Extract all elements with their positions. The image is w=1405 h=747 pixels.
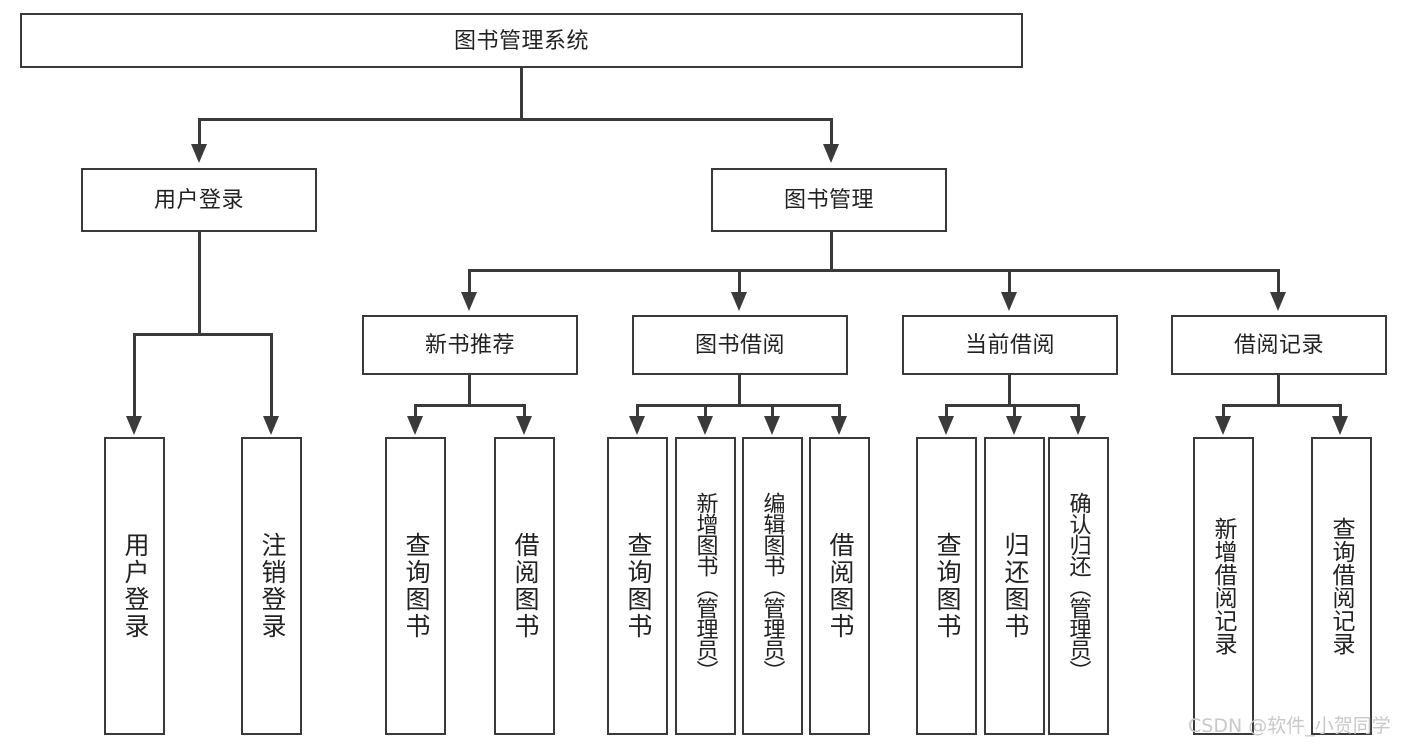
node-label: 编辑图书（管理员） xyxy=(760,491,786,681)
connector-root-to-book-manage xyxy=(830,118,833,144)
connector-book-manage-bar xyxy=(468,269,1280,272)
node-label: 借阅记录 xyxy=(1233,332,1324,358)
connector-borrow-record-bar xyxy=(1222,404,1342,407)
arrowhead-to-leaf-cb-query xyxy=(938,416,954,435)
leaf-current-query-book[interactable]: 查询图书 xyxy=(916,437,977,735)
connector-book-borrow-to-leaf-4 xyxy=(838,404,841,418)
node-user-login[interactable]: 用户登录 xyxy=(81,168,317,232)
arrowhead-to-leaf-logout xyxy=(263,416,279,435)
connector-current-borrow-to-leaf-3 xyxy=(1077,404,1080,418)
csdn-watermark: CSDN @软件_小贺同学 xyxy=(1188,715,1391,737)
leaf-user-login[interactable]: 用户登录 xyxy=(104,437,165,735)
arrowhead-to-leaf-bb-query xyxy=(629,416,645,435)
node-book-borrow[interactable]: 图书借阅 xyxy=(632,315,848,375)
node-current-borrow[interactable]: 当前借阅 xyxy=(902,315,1118,375)
connector-root-to-user-login xyxy=(198,118,201,144)
node-label: 图书借阅 xyxy=(694,332,785,358)
node-label: 当前借阅 xyxy=(964,332,1055,358)
leaf-record-add-borrow-record[interactable]: 新增借阅记录 xyxy=(1193,437,1254,735)
connector-to-new-book-rec xyxy=(468,269,471,294)
leaf-recommend-query-book[interactable]: 查询图书 xyxy=(385,437,446,735)
node-label: 用户登录 xyxy=(121,532,149,640)
arrowhead-to-leaf-br-query xyxy=(1332,416,1348,435)
node-borrow-record[interactable]: 借阅记录 xyxy=(1171,315,1387,375)
connector-user-login-to-leaf-1 xyxy=(133,333,136,418)
leaf-record-query-borrow-record[interactable]: 查询借阅记录 xyxy=(1311,437,1372,735)
arrowhead-to-leaf-cb-return xyxy=(1006,416,1022,435)
arrowhead-to-new-book-rec xyxy=(461,292,477,311)
arrowhead-to-leaf-rec-query xyxy=(407,416,423,435)
node-label: 查询借阅记录 xyxy=(1329,517,1355,655)
connector-book-borrow-to-leaf-1 xyxy=(636,404,639,418)
connector-borrow-record-stem xyxy=(1277,375,1280,407)
node-label: 借阅图书 xyxy=(511,532,539,640)
arrowhead-to-current-borrow xyxy=(1001,292,1017,311)
arrowhead-to-leaf-bb-borrow xyxy=(831,416,847,435)
node-label: 图书管理 xyxy=(783,187,874,213)
connector-root-bar xyxy=(198,118,833,121)
arrowhead-to-borrow-record xyxy=(1270,292,1286,311)
leaf-current-confirm-return-admin[interactable]: 确认归还（管理员） xyxy=(1048,437,1109,735)
leaf-recommend-borrow-book[interactable]: 借阅图书 xyxy=(494,437,555,735)
arrowhead-to-leaf-rec-borrow xyxy=(516,416,532,435)
connector-current-borrow-stem xyxy=(1008,375,1011,407)
connector-current-borrow-to-leaf-2 xyxy=(1013,404,1016,418)
connector-borrow-record-to-leaf-1 xyxy=(1222,404,1225,418)
node-label: 图书管理系统 xyxy=(453,27,589,53)
connector-user-login-stem xyxy=(198,232,201,336)
node-label: 用户登录 xyxy=(153,187,244,213)
arrowhead-to-leaf-cb-confirm xyxy=(1070,416,1086,435)
connector-book-borrow-bar xyxy=(636,404,841,407)
arrowhead-to-leaf-bb-edit xyxy=(764,416,780,435)
node-label: 查询图书 xyxy=(624,532,652,640)
node-label: 查询图书 xyxy=(402,532,430,640)
connector-root-stem xyxy=(520,68,523,118)
connector-new-book-rec-to-leaf-2 xyxy=(523,404,526,418)
connector-user-login-bar xyxy=(133,333,273,336)
node-label: 借阅图书 xyxy=(826,532,854,640)
node-label: 归还图书 xyxy=(1001,532,1029,640)
connector-borrow-record-to-leaf-2 xyxy=(1339,404,1342,418)
connector-book-borrow-to-leaf-3 xyxy=(771,404,774,418)
leaf-borrow-query-book[interactable]: 查询图书 xyxy=(607,437,668,735)
connector-to-book-borrow xyxy=(738,269,741,294)
arrowhead-to-leaf-br-add xyxy=(1215,416,1231,435)
node-label: 确认归还（管理员） xyxy=(1066,491,1092,681)
node-label: 新增图书（管理员） xyxy=(693,491,719,681)
leaf-current-return-book[interactable]: 归还图书 xyxy=(984,437,1045,735)
leaf-logout[interactable]: 注销登录 xyxy=(241,437,302,735)
leaf-borrow-borrow-book[interactable]: 借阅图书 xyxy=(809,437,870,735)
arrowhead-to-book-borrow xyxy=(731,292,747,311)
connector-to-borrow-record xyxy=(1277,269,1280,294)
arrowhead-to-user-login xyxy=(191,144,207,163)
connector-user-login-to-leaf-2 xyxy=(270,333,273,418)
connector-to-current-borrow xyxy=(1008,269,1011,294)
node-label: 新书推荐 xyxy=(424,332,515,358)
node-book-management[interactable]: 图书管理 xyxy=(711,168,947,232)
node-label: 查询图书 xyxy=(933,532,961,640)
node-label: 注销登录 xyxy=(258,532,286,640)
connector-book-manage-stem xyxy=(830,232,833,272)
connector-new-book-rec-bar xyxy=(414,404,526,407)
leaf-borrow-add-book-admin[interactable]: 新增图书（管理员） xyxy=(675,437,736,735)
arrowhead-to-book-manage xyxy=(823,144,839,163)
node-new-book-recommend[interactable]: 新书推荐 xyxy=(362,315,578,375)
arrowhead-to-leaf-bb-add xyxy=(697,416,713,435)
connector-new-book-rec-to-leaf-1 xyxy=(414,404,417,418)
arrowhead-to-leaf-user-login xyxy=(126,416,142,435)
node-root-book-management-system[interactable]: 图书管理系统 xyxy=(20,13,1023,68)
leaf-borrow-edit-book-admin[interactable]: 编辑图书（管理员） xyxy=(742,437,803,735)
connector-new-book-rec-stem xyxy=(468,375,471,407)
connector-current-borrow-bar xyxy=(945,404,1080,407)
connector-book-borrow-to-leaf-2 xyxy=(704,404,707,418)
connector-current-borrow-to-leaf-1 xyxy=(945,404,948,418)
connector-book-borrow-stem xyxy=(738,375,741,407)
node-label: 新增借阅记录 xyxy=(1211,517,1237,655)
